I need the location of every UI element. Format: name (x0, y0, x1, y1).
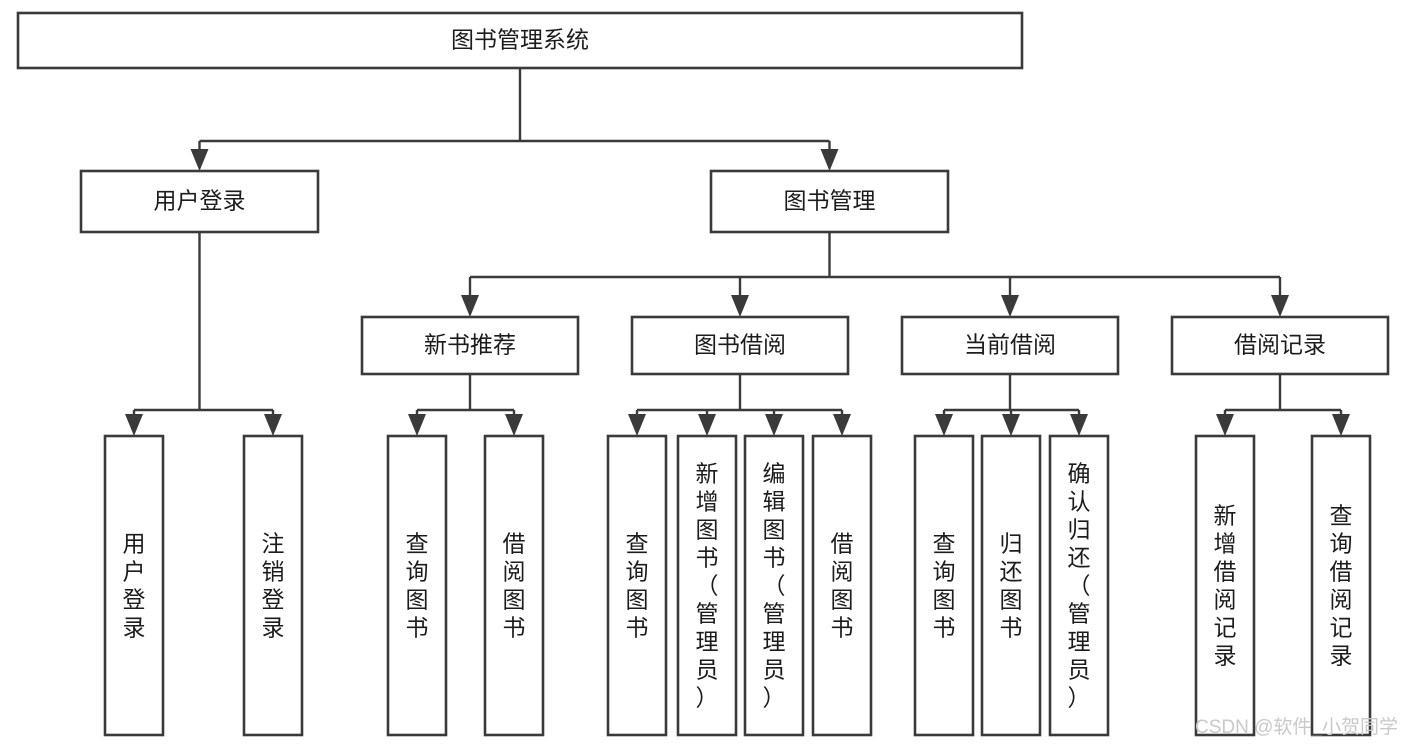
arrow-head-icon (1216, 414, 1234, 436)
csdn-watermark: CSDN @软件_小贺同学 (1195, 716, 1398, 738)
arrow-head-icon (731, 295, 749, 317)
arrow-head-icon (1070, 414, 1088, 436)
arrow-head-icon (833, 414, 851, 436)
node-leaf-label-5: 新增图书（管理员） (696, 460, 719, 710)
node-leaf-10[interactable] (1048, 434, 1110, 737)
node-leaf-1[interactable] (242, 434, 304, 737)
arrow-head-icon (935, 414, 953, 436)
node-root-label: 图书管理系统 (451, 27, 589, 53)
arrow-head-icon (1001, 295, 1019, 317)
node-level3-label-2: 当前借阅 (964, 332, 1056, 358)
node-level2-label-1: 图书管理 (784, 188, 876, 214)
node-leaf-label-11: 新增借阅记录 (1214, 502, 1237, 668)
node-leaf-label-2: 查询图书 (406, 530, 429, 640)
node-leaf-label-0: 用户登录 (123, 530, 146, 640)
node-level2-label-0: 用户登录 (154, 188, 246, 214)
node-leaf-0[interactable] (103, 434, 165, 737)
node-leaf-3[interactable] (483, 434, 545, 737)
arrow-head-icon (264, 414, 282, 436)
node-leaf-12[interactable] (1310, 434, 1372, 737)
node-labels: 图书管理系统用户登录图书管理新书推荐图书借阅当前借阅借阅记录用户登录注销登录查询… (123, 27, 1353, 711)
node-level3-图书借阅[interactable] (630, 315, 850, 376)
arrow-head-icon (408, 414, 426, 436)
node-leaf-5[interactable] (676, 434, 738, 737)
node-leaf-label-8: 查询图书 (933, 530, 956, 640)
arrow-head-icon (190, 149, 209, 171)
node-leaf-label-10: 确认归还（管理员） (1068, 460, 1091, 710)
node-leaf-label-6: 编辑图书（管理员） (763, 460, 786, 710)
node-leaf-2[interactable] (386, 434, 448, 737)
arrow-head-icon (125, 414, 143, 436)
arrow-head-icon (765, 414, 783, 436)
arrow-head-icon (461, 295, 479, 317)
arrow-head-icon (1002, 414, 1020, 436)
node-level3-label-3: 借阅记录 (1234, 332, 1326, 358)
node-leaf-7[interactable] (811, 434, 873, 737)
arrow-head-icon (505, 414, 523, 436)
arrow-head-icon (698, 414, 716, 436)
node-leaf-8[interactable] (913, 434, 975, 737)
node-level2-用户登录[interactable] (79, 169, 320, 234)
node-leaf-label-7: 借阅图书 (831, 530, 854, 640)
node-level3-新书推荐[interactable] (360, 315, 580, 376)
arrow-head-icon (1271, 295, 1289, 317)
node-boxes (16, 11, 1390, 737)
arrow-head-icon (628, 414, 646, 436)
node-root-图书管理系统[interactable] (16, 11, 1024, 70)
node-leaf-label-3: 借阅图书 (503, 530, 526, 640)
arrow-heads (125, 149, 1350, 436)
node-leaf-4[interactable] (606, 434, 668, 737)
node-leaf-11[interactable] (1194, 434, 1256, 737)
node-leaf-label-9: 归还图书 (1000, 530, 1023, 640)
node-leaf-9[interactable] (980, 434, 1042, 737)
node-level3-label-0: 新书推荐 (424, 332, 516, 358)
node-level2-图书管理[interactable] (709, 169, 950, 234)
arrow-head-icon (820, 149, 839, 171)
node-level3-当前借阅[interactable] (900, 315, 1120, 376)
node-leaf-label-1: 注销登录 (262, 530, 285, 640)
node-leaf-6[interactable] (743, 434, 805, 737)
node-level3-label-1: 图书借阅 (694, 332, 786, 358)
arrow-head-icon (1332, 414, 1350, 436)
node-leaf-label-4: 查询图书 (626, 530, 649, 640)
node-level3-借阅记录[interactable] (1170, 315, 1390, 376)
node-leaf-label-12: 查询借阅记录 (1330, 502, 1353, 668)
